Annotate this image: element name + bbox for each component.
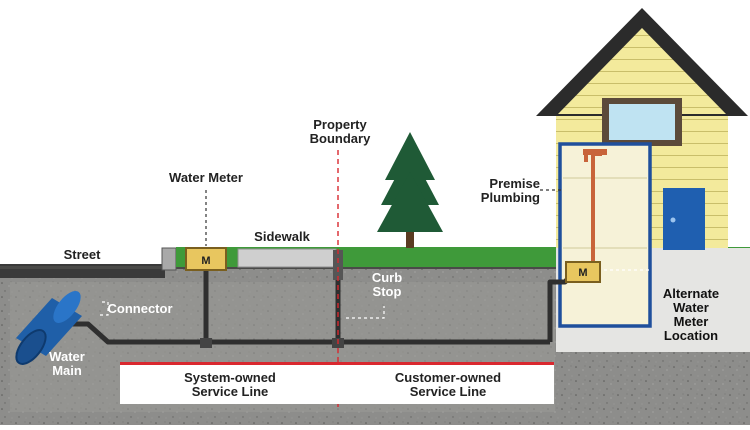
customer-owned-line2: Service Line (409, 384, 487, 399)
curb-stop-line2: Stop (372, 284, 402, 299)
ground-surface-line (0, 266, 750, 269)
ownership-red-line (120, 362, 554, 365)
water-meter-symbol: M (201, 255, 210, 267)
curb-stop-label: Curb Stop (362, 271, 412, 299)
water-meter-label: Water Meter (169, 170, 243, 185)
connector-label: Connector (107, 301, 173, 316)
curb-stop-line1: Curb (371, 270, 403, 285)
alternate-location-label: Alternate Water Meter Location (654, 287, 728, 343)
system-owned-line1: System-owned (184, 370, 276, 385)
premise-interior-lines (563, 177, 647, 249)
street-label: Street (63, 247, 101, 262)
alternate-location-line1: Alternate (662, 286, 720, 301)
water-main-pipe (15, 291, 82, 365)
sidewalk-label: Sidewalk (254, 229, 310, 244)
alternate-meter: M (565, 261, 601, 283)
alternate-location-line4: Location (663, 328, 719, 343)
alternate-location-line3: Meter (673, 314, 709, 329)
leader-lines-dark (205, 189, 562, 246)
sidewalk-slab (237, 248, 337, 268)
premise-plumbing-label: Premise Plumbing (474, 177, 540, 205)
leader-lines (100, 269, 652, 319)
premise-box (558, 142, 652, 328)
customer-owned-label: Customer-owned Service Line (368, 371, 528, 399)
ownership-bar (120, 362, 554, 404)
customer-owned-line1: Customer-owned (394, 370, 502, 385)
water-meter: M (185, 247, 227, 271)
water-main-line1: Water (49, 349, 85, 364)
alternate-location-line2: Water (673, 300, 709, 315)
curb (161, 247, 177, 271)
property-boundary-label: Property Boundary (298, 118, 382, 146)
property-boundary-line2: Boundary (309, 131, 371, 146)
alternate-meter-symbol: M (578, 267, 587, 279)
premise-plumbing-line2: Plumbing (480, 190, 540, 205)
property-boundary-line1: Property (313, 117, 367, 132)
tree (377, 132, 443, 248)
water-main-label: Water Main (42, 350, 92, 378)
premise-plumbing-line1: Premise (489, 176, 540, 191)
water-main-line2: Main (52, 363, 82, 378)
system-owned-label: System-owned Service Line (150, 371, 310, 399)
system-owned-line2: Service Line (191, 384, 269, 399)
